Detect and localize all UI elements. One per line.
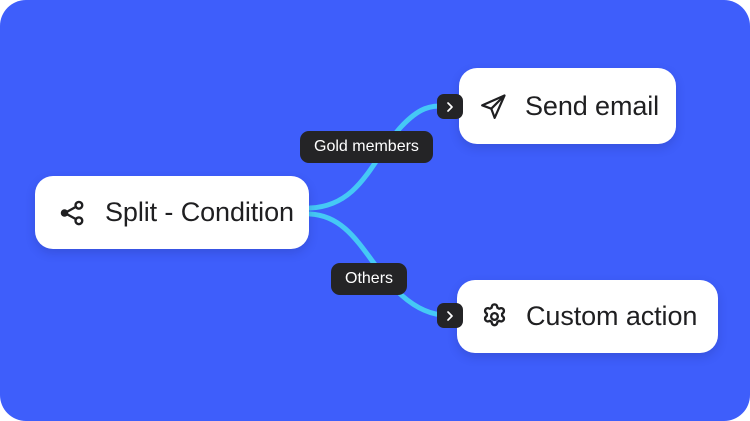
node-split-condition[interactable]: Split - Condition: [35, 176, 309, 249]
node-custom-action[interactable]: Custom action: [457, 280, 718, 353]
edge-label-gold-members[interactable]: Gold members: [300, 131, 433, 163]
node-custom-action-label: Custom action: [526, 301, 698, 331]
edge-label-others[interactable]: Others: [331, 263, 408, 295]
edge-label-others-text: Others: [345, 270, 394, 287]
edge-arrow-custom-action[interactable]: [437, 303, 463, 328]
node-send-email-label: Send email: [525, 90, 660, 121]
send-icon: [478, 91, 509, 122]
node-send-email[interactable]: Send email: [459, 68, 676, 144]
edge-label-gold-members-text: Gold members: [314, 138, 419, 155]
edge-arrow-send-email[interactable]: [437, 94, 463, 119]
node-split-condition-label: Split - Condition: [105, 197, 294, 227]
gear-icon: [479, 301, 510, 332]
split-icon: [57, 198, 87, 228]
chevron-right-icon: [444, 101, 456, 113]
chevron-right-icon: [444, 310, 456, 322]
